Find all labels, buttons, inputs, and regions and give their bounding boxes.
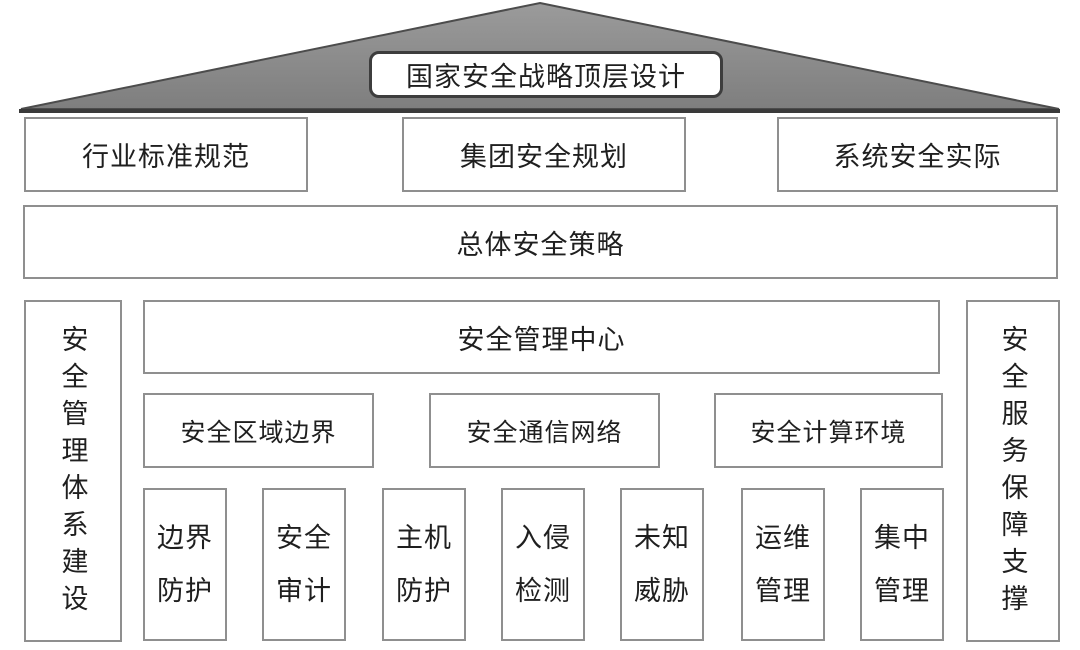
- module-label-line: 安全: [276, 522, 332, 553]
- module-label-line: 防护: [157, 575, 213, 606]
- box-secure-communication-network: 安全通信网络: [429, 393, 660, 468]
- module-host-protection: 主机 防护: [382, 488, 466, 641]
- box-secure-area-boundary: 安全区域边界: [143, 393, 374, 468]
- module-label-line: 未知: [634, 522, 690, 553]
- module-label-line: 主机: [396, 522, 452, 553]
- module-label-line: 运维: [755, 522, 811, 553]
- module-border-protection: 边界 防护: [143, 488, 227, 641]
- module-label-line: 审计: [276, 575, 332, 606]
- box-system-security-actual: 系统安全实际: [777, 117, 1058, 192]
- module-label-line: 集中: [874, 522, 930, 553]
- module-label-line: 威胁: [634, 575, 690, 606]
- apex-label-national-strategy: 国家安全战略顶层设计: [369, 51, 723, 98]
- module-label-line: 防护: [396, 575, 452, 606]
- module-label-line: 检测: [515, 575, 571, 606]
- box-security-management-center: 安全管理中心: [143, 300, 940, 374]
- box-secure-computing-environment: 安全计算环境: [714, 393, 943, 468]
- module-security-audit: 安全 审计: [262, 488, 346, 641]
- module-ops-management: 运维 管理: [741, 488, 825, 641]
- module-label-line: 管理: [755, 575, 811, 606]
- pillar-security-service-support: 安全服务保障支撑: [966, 300, 1060, 642]
- module-label-line: 入侵: [515, 522, 571, 553]
- module-label-line: 边界: [157, 522, 213, 553]
- pillar-security-management-system: 安全管理体系建设: [24, 300, 122, 642]
- module-centralized-management: 集中 管理: [860, 488, 944, 641]
- box-group-security-plan: 集团安全规划: [402, 117, 686, 192]
- box-overall-security-strategy: 总体安全策略: [23, 205, 1058, 279]
- box-industry-standards: 行业标准规范: [24, 117, 308, 192]
- module-label-line: 管理: [874, 575, 930, 606]
- module-intrusion-detection: 入侵 检测: [501, 488, 585, 641]
- module-unknown-threat: 未知 威胁: [620, 488, 704, 641]
